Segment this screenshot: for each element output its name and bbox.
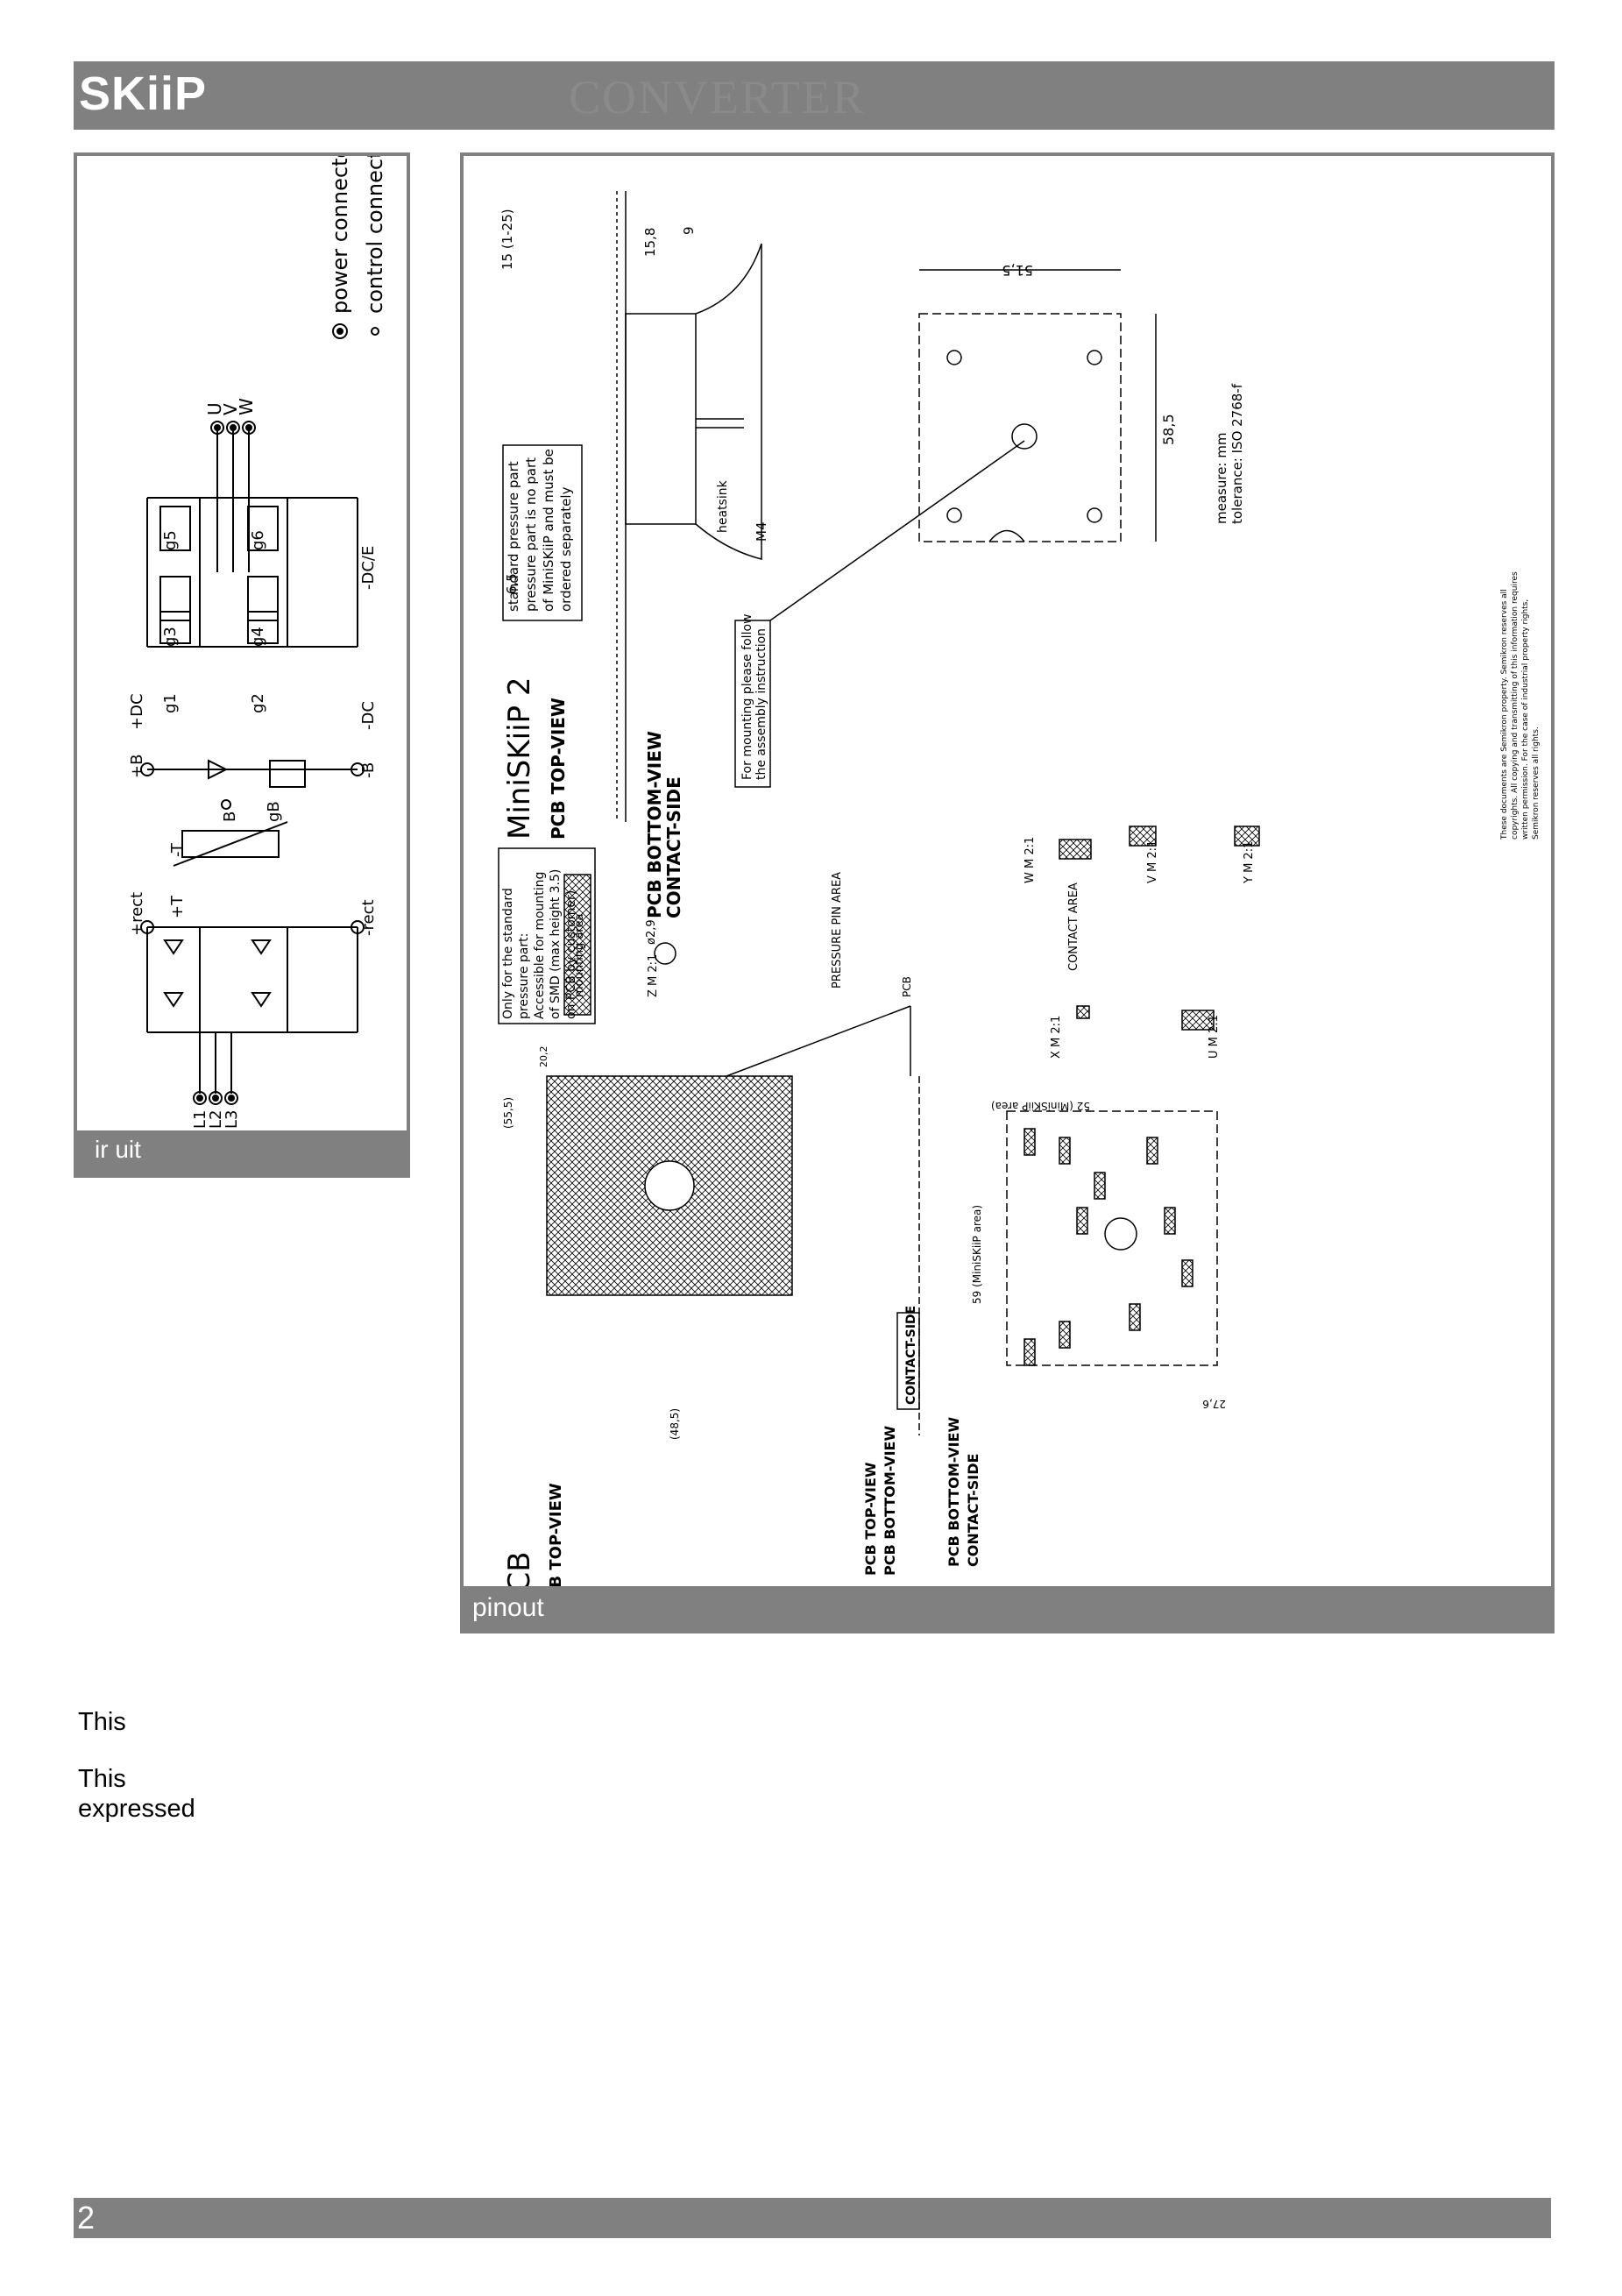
svg-text:heatsink: heatsink — [716, 479, 730, 533]
svg-text:15 (1-25): 15 (1-25) — [499, 209, 515, 270]
igbt-symbols — [159, 506, 279, 644]
svg-text:pressure part:: pressure part: — [517, 933, 531, 1019]
svg-text:+DC: +DC — [128, 693, 146, 730]
svg-text:CONTACT-SIDE: CONTACT-SIDE — [663, 776, 684, 918]
svg-text:B: B — [221, 811, 239, 822]
power-connector-icon — [332, 323, 348, 339]
svg-text:(48,5): (48,5) — [669, 1408, 681, 1440]
svg-text:PCB BOTTOM-VIEW: PCB BOTTOM-VIEW — [946, 1417, 962, 1567]
svg-text:tolerance: ISO 2768-f: tolerance: ISO 2768-f — [1229, 383, 1245, 524]
svg-text:-DC/E: -DC/E — [359, 546, 378, 590]
svg-text:pressure part is no part: pressure part is no part — [523, 457, 539, 612]
svg-text:59 (MiniSKiiP area): 59 (MiniSKiiP area) — [971, 1205, 983, 1304]
svg-text:PCB BOTTOM-VIEW: PCB BOTTOM-VIEW — [882, 1426, 898, 1576]
svg-text:g1: g1 — [161, 693, 180, 713]
svg-text:PCB TOP-VIEW: PCB TOP-VIEW — [548, 698, 569, 840]
circuit-caption: ir uit — [95, 1136, 141, 1163]
svg-text:PCB: PCB — [502, 1551, 537, 1586]
svg-text:L2: L2 — [207, 1110, 225, 1129]
svg-text:the assembly instruction: the assembly instruction — [754, 628, 769, 780]
svg-text:gB: gB — [265, 801, 283, 822]
svg-text:g2: g2 — [249, 693, 267, 713]
svg-text:g3: g3 — [161, 627, 180, 647]
svg-text:+rect: +rect — [128, 892, 146, 936]
svg-text:CONTACT AREA: CONTACT AREA — [1067, 882, 1080, 971]
svg-text:15,8: 15,8 — [642, 228, 658, 257]
svg-text:written permission. For the ca: written permission. For the case of indu… — [1521, 599, 1530, 840]
footer-bar: 2 — [74, 2198, 1551, 2238]
svg-text:Y M 2:1: Y M 2:1 — [1243, 841, 1256, 884]
svg-text:standard pressure part: standard pressure part — [506, 461, 521, 612]
module-top-outline — [918, 313, 1122, 542]
svg-text:+T: +T — [168, 895, 187, 918]
svg-text:PRESSURE PIN AREA: PRESSURE PIN AREA — [831, 872, 844, 989]
svg-text:PCB TOP-VIEW: PCB TOP-VIEW — [862, 1462, 879, 1576]
svg-text:-T: -T — [168, 842, 187, 857]
svg-text:g6: g6 — [249, 530, 267, 550]
svg-text:CONTACT-SIDE: CONTACT-SIDE — [904, 1306, 918, 1405]
svg-text:+B: +B — [128, 755, 146, 778]
legend-control: control connector — [363, 156, 387, 314]
circuit-caption-bar: ir uit — [77, 1130, 407, 1174]
pinout-caption: pinout — [472, 1593, 544, 1622]
label-w: W — [236, 398, 257, 415]
circuit-diagram: power connector control connector U V W — [128, 129, 387, 1129]
svg-text:Accessible for mounting: Accessible for mounting — [533, 872, 547, 1019]
body-text-2: This — [78, 1765, 126, 1793]
svg-text:M4: M4 — [754, 522, 769, 542]
svg-text:6,5: 6,5 — [504, 573, 520, 594]
svg-text:measure: mm: measure: mm — [1214, 433, 1229, 524]
svg-text:PCB: PCB — [901, 976, 913, 997]
svg-text:X M 2:1: X M 2:1 — [1050, 1016, 1063, 1059]
pinout-caption-bar: pinout — [464, 1586, 1551, 1630]
pinout-panel: MiniSKiiP 2 PCB TOP-VIEW PCB BOTTOM-VIEW… — [460, 152, 1555, 1633]
svg-text:52 (MiniSKiiP area): 52 (MiniSKiiP area) — [991, 1100, 1090, 1112]
svg-text:CONTACT-SIDE: CONTACT-SIDE — [965, 1454, 981, 1567]
svg-text:ordered separately: ordered separately — [558, 486, 574, 612]
svg-text:L1: L1 — [191, 1110, 209, 1129]
label-u: U — [204, 402, 225, 415]
svg-text:For mounting please follow: For mounting please follow — [740, 614, 754, 780]
svg-text:(55,5): (55,5) — [502, 1097, 514, 1129]
svg-text:of SMD (max height 3.5): of SMD (max height 3.5) — [549, 869, 563, 1019]
svg-text:58,5: 58,5 — [1160, 414, 1177, 445]
svg-text:L3: L3 — [223, 1110, 241, 1129]
body-text-3: expressed — [78, 1795, 195, 1823]
svg-text:-B: -B — [359, 762, 378, 778]
svg-text:9: 9 — [681, 226, 697, 235]
svg-text:Z M 2:1: Z M 2:1 — [647, 954, 660, 997]
header-bar: SKiiP CONVERTER — [74, 61, 1555, 130]
svg-text:V M 2:1: V M 2:1 — [1146, 840, 1159, 883]
svg-text:20,2: 20,2 — [538, 1046, 549, 1068]
svg-text:Only for the standard: Only for the standard — [501, 888, 515, 1019]
pinout-drawing: MiniSKiiP 2 PCB TOP-VIEW PCB BOTTOM-VIEW… — [498, 191, 1541, 1611]
svg-text:copyrights. All copying and tr: copyrights. All copying and transmitting… — [1511, 571, 1519, 840]
svg-text:PCB BOTTOM-VIEW: PCB BOTTOM-VIEW — [644, 731, 665, 918]
pcb-bottom-view — [1006, 1110, 1218, 1366]
svg-text:-rect: -rect — [359, 899, 378, 936]
svg-text:g4: g4 — [249, 627, 267, 647]
legend-power: power connector — [328, 156, 352, 314]
svg-text:of MiniSKiiP and must be: of MiniSKiiP and must be — [541, 449, 556, 612]
page-number: 2 — [77, 2200, 96, 2236]
svg-text:PCB TOP-VIEW: PCB TOP-VIEW — [547, 1483, 565, 1586]
svg-text:ø2,9: ø2,9 — [645, 919, 658, 945]
module-side-view — [625, 313, 697, 525]
body-text-1: This — [78, 1708, 126, 1736]
svg-text:mounting area: mounting area — [573, 914, 586, 997]
drawing-title: MiniSKiiP 2 — [502, 677, 537, 840]
page-title: SKiiP — [79, 67, 208, 120]
svg-text:-DC: -DC — [359, 701, 378, 730]
svg-text:g5: g5 — [161, 530, 180, 550]
header-ghost-text: CONVERTER — [569, 71, 866, 124]
control-connector-icon — [371, 327, 379, 336]
svg-text:U M 2:1: U M 2:1 — [1208, 1015, 1221, 1059]
svg-text:Semikron reserves all rights.: Semikron reserves all rights. — [1532, 726, 1541, 840]
svg-text:These documents are Semikron p: These documents are Semikron property. S… — [1500, 589, 1509, 840]
circuit-panel: power connector control connector U V W — [74, 129, 410, 1178]
svg-text:27,6: 27,6 — [1202, 1398, 1226, 1410]
svg-text:51,5: 51,5 — [1002, 262, 1033, 279]
svg-text:W M 2:1: W M 2:1 — [1023, 837, 1037, 883]
label-v: V — [220, 403, 241, 415]
